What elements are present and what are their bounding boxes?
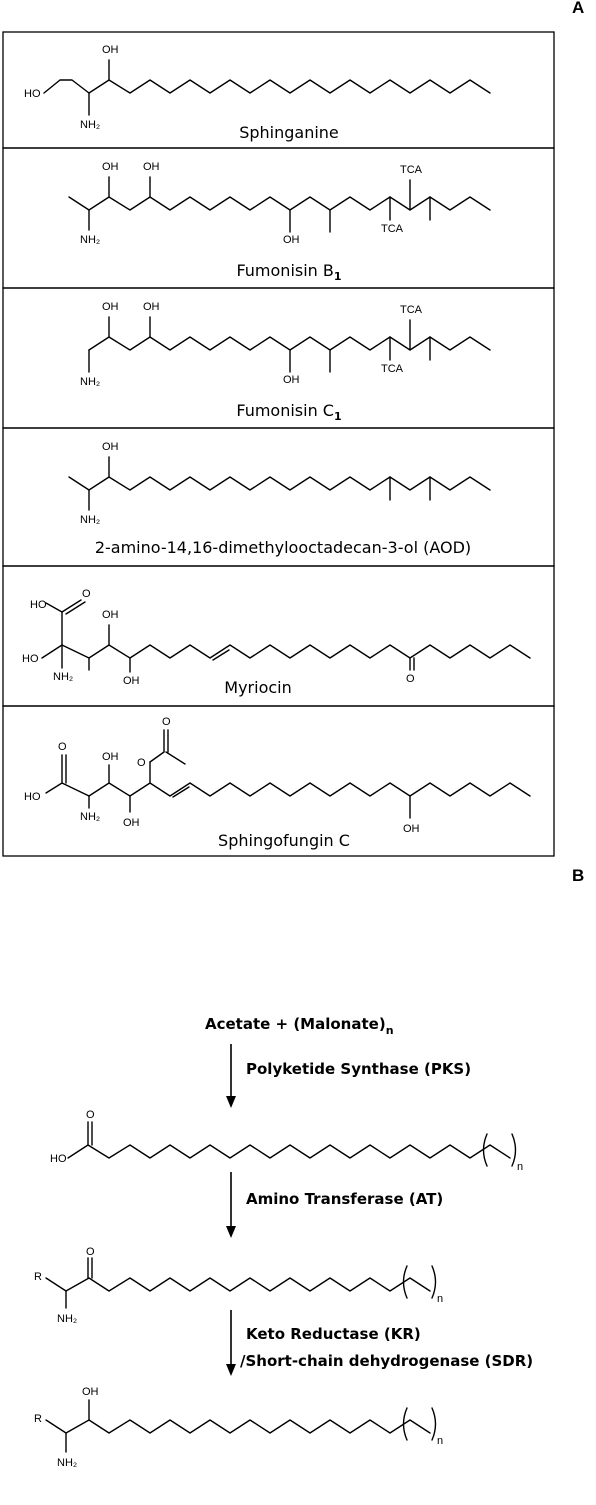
atom-o: O (58, 741, 67, 753)
compound-name-sphingofungin-c: Sphingofungin C (218, 831, 350, 850)
atom-ho: HO (30, 599, 47, 611)
compound-name-fumonisin-c1: Fumonisin C1 (236, 401, 341, 423)
atom-oh: OH (283, 374, 300, 386)
atom-nh2: NH₂ (80, 811, 100, 823)
atom-ho: HO (50, 1153, 67, 1165)
structure-myriocin: HO O OH HO NH₂ OH O (22, 588, 531, 687)
enzyme-label-kr: Keto Reductase (KR) (246, 1325, 421, 1343)
atom-oh: OH (403, 823, 420, 835)
atom-nh2: NH₂ (57, 1457, 77, 1469)
atom-nh2: NH₂ (80, 376, 100, 388)
atom-nh2: NH₂ (53, 671, 73, 683)
enzyme-label-sdr: /Short-chain dehydrogenase (SDR) (240, 1352, 533, 1370)
atom-n: n (437, 1435, 443, 1447)
atom-tca: TCA (381, 223, 404, 235)
enzyme-label-pks: Polyketide Synthase (PKS) (246, 1060, 471, 1078)
atom-r: R (34, 1413, 42, 1425)
enzyme-label-at: Amino Transferase (AT) (246, 1190, 443, 1208)
compound-name-sphinganine: Sphinganine (239, 123, 339, 142)
box-sphingofungin-c (2, 705, 555, 857)
atom-r: R (34, 1271, 42, 1283)
atom-nh2: NH₂ (80, 514, 100, 526)
compound-name-myriocin: Myriocin (224, 678, 291, 697)
compound-name-aod: 2-amino-14,16-dimethylooctadecan-3-ol (A… (95, 538, 471, 557)
step-arrow-kr-sdr (226, 1310, 236, 1376)
atom-tca: TCA (400, 164, 423, 176)
atom-oh: OH (102, 161, 119, 173)
atom-ho: HO (24, 88, 41, 100)
atom-n: n (437, 1293, 443, 1305)
atom-tca: TCA (381, 363, 404, 375)
atom-o: O (82, 588, 91, 600)
atom-ho: HO (22, 653, 39, 665)
atom-oh: OH (102, 44, 119, 56)
atom-nh2: NH₂ (80, 234, 100, 246)
structure-amino-alcohol: R OH NH₂ n (34, 1386, 443, 1469)
structure-fumonisin-b1: OH OH NH₂ OH TCA TCA (68, 161, 491, 246)
compound-name-fumonisin-b1: Fumonisin B1 (236, 261, 341, 283)
atom-nh2: NH₂ (57, 1313, 77, 1325)
atom-o: O (406, 673, 415, 685)
atom-ho: HO (24, 791, 41, 803)
panel-b-letter: B (572, 866, 585, 885)
step-arrow-at (226, 1172, 236, 1238)
atom-nh2: NH₂ (80, 119, 100, 131)
structure-fatty-acid: O HO n (50, 1109, 523, 1173)
atom-oh: OH (123, 675, 140, 687)
atom-tca: TCA (400, 304, 423, 316)
atom-oh: OH (102, 609, 119, 621)
structure-fumonisin-c1: OH OH NH₂ OH TCA TCA (80, 301, 491, 388)
atom-o: O (162, 716, 171, 728)
structure-keto-amine: R O NH₂ n (34, 1246, 443, 1325)
atom-o: O (86, 1246, 95, 1258)
panel-a-letter: A (572, 0, 585, 17)
structure-sphingofungin-c: O HO OH O O NH₂ OH OH (24, 716, 531, 835)
step-arrow-pks (226, 1044, 236, 1108)
atom-oh: OH (82, 1386, 99, 1398)
atom-oh: OH (143, 301, 160, 313)
structure-aod: OH NH₂ (68, 441, 491, 526)
start-substrates: Acetate + (Malonate)n (205, 1015, 394, 1037)
atom-n: n (517, 1161, 523, 1173)
atom-oh: OH (143, 161, 160, 173)
atom-o: O (137, 757, 146, 769)
atom-oh: OH (102, 751, 119, 763)
atom-oh: OH (102, 441, 119, 453)
atom-oh: OH (283, 234, 300, 246)
panel-a-boxes (2, 31, 555, 857)
structure-sphinganine: HO OH NH₂ (24, 44, 491, 131)
atom-oh: OH (123, 817, 140, 829)
atom-o: O (86, 1109, 95, 1121)
atom-oh: OH (102, 301, 119, 313)
